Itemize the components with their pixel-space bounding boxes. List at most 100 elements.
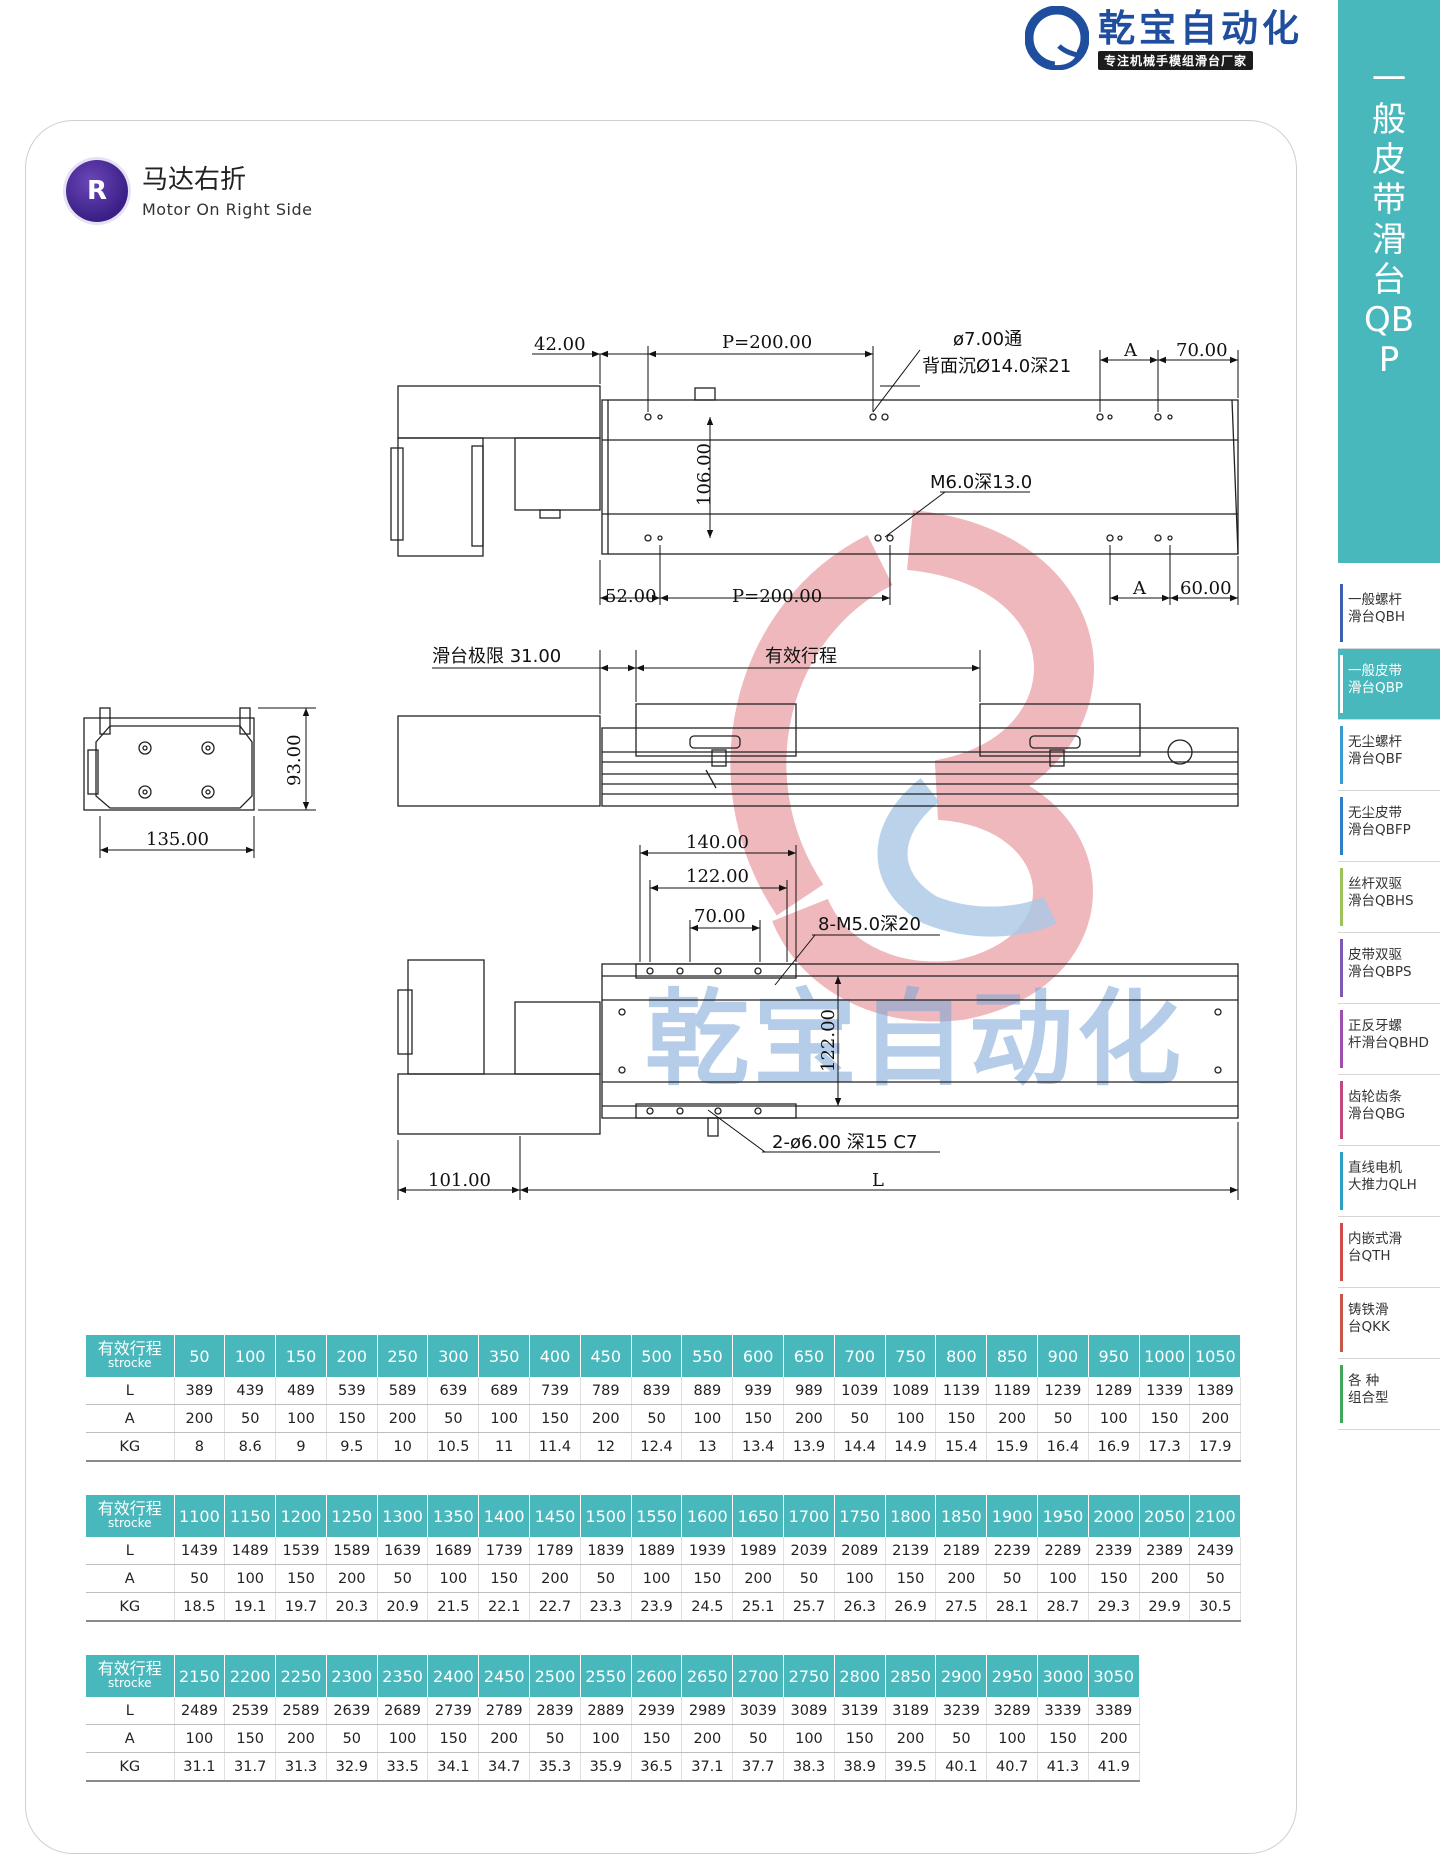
dim-93: 93.00	[284, 734, 305, 786]
table-cell: 50	[580, 1564, 632, 1593]
table-cell: 23.3	[580, 1592, 632, 1622]
table-cell: 3039	[732, 1697, 785, 1725]
table-cell: 2039	[783, 1537, 835, 1565]
dim-122-h: 122.00	[686, 866, 749, 887]
table-cell: 200	[783, 1404, 835, 1433]
table-cell: 100	[631, 1564, 683, 1593]
table-cell: 989	[783, 1377, 835, 1405]
stroke-value: 1200	[275, 1495, 327, 1537]
table-cell: 3339	[1037, 1697, 1089, 1725]
table-cell: 40.7	[986, 1752, 1039, 1782]
table-cell: 20.9	[377, 1592, 429, 1622]
sidebar-item-label: 一般皮带滑台QBP	[1348, 663, 1404, 696]
sidebar-item-label: 一般螺杆滑台QBH	[1348, 592, 1406, 625]
table-cell: 25.1	[732, 1592, 785, 1622]
sidebar-item-2[interactable]: 无尘螺杆滑台QBF	[1338, 720, 1440, 791]
row-label: KG	[86, 1432, 175, 1462]
dim-a-bottom: A	[1132, 578, 1147, 599]
dim-140: 140.00	[686, 832, 749, 853]
stroke-value: 3050	[1088, 1655, 1140, 1697]
table-cell: 1139	[935, 1377, 988, 1405]
table-cell: 19.7	[275, 1592, 327, 1622]
sidebar-item-5[interactable]: 皮带双驱滑台QBPS	[1338, 933, 1440, 1004]
table-cell: 1389	[1189, 1377, 1242, 1405]
table-cell: 13	[681, 1432, 734, 1462]
table-cell: 3139	[834, 1697, 886, 1725]
table-cell: 100	[174, 1724, 226, 1753]
dim-70-bottom: 70.00	[694, 906, 746, 927]
top-view-dimensions	[532, 346, 1239, 605]
table-cell: 100	[986, 1724, 1039, 1753]
sidebar-item-6[interactable]: 正反牙螺杆滑台QBHD	[1338, 1004, 1440, 1075]
table-cell: 100	[783, 1724, 835, 1753]
table-cell: 100	[275, 1404, 327, 1433]
stroke-value: 2200	[224, 1655, 277, 1697]
table-cell: 200	[478, 1724, 531, 1753]
table-cell: 200	[986, 1404, 1039, 1433]
dim-pitch-top: P=200.00	[722, 332, 812, 353]
table-cell: 2789	[478, 1697, 531, 1725]
sidebar-item-4[interactable]: 丝杆双驱滑台QBHS	[1338, 862, 1440, 933]
table-cell: 200	[326, 1564, 378, 1593]
table-cell: 3089	[783, 1697, 835, 1725]
table-cell: 50	[935, 1724, 988, 1753]
table-cell: 13.9	[783, 1432, 835, 1462]
table-cell: 1039	[834, 1377, 886, 1405]
sidebar-item-7[interactable]: 齿轮齿条滑台QBG	[1338, 1075, 1440, 1146]
sidebar-item-label: 铸铁滑台QKK	[1348, 1302, 1390, 1335]
table-cell: 50	[1189, 1564, 1242, 1593]
table-cell: 9	[275, 1432, 327, 1462]
dim-pitch-bottom: P=200.00	[732, 586, 822, 607]
table-cell: 1739	[478, 1537, 531, 1565]
stroke-value: 1400	[478, 1495, 531, 1537]
stroke-value: 700	[834, 1335, 886, 1377]
table-cell: 200	[529, 1564, 581, 1593]
dim-101: 101.00	[428, 1170, 491, 1191]
row-label: KG	[86, 1592, 175, 1622]
stroke-value: 2450	[478, 1655, 531, 1697]
table-cell: 200	[275, 1724, 327, 1753]
sidebar-item-3[interactable]: 无尘皮带滑台QBFP	[1338, 791, 1440, 862]
stroke-value: 2400	[427, 1655, 480, 1697]
stroke-value: 2650	[681, 1655, 734, 1697]
table-cell: 1339	[1139, 1377, 1191, 1405]
sidebar-item-8[interactable]: 直线电机大推力QLH	[1338, 1146, 1440, 1217]
table-cell: 50	[174, 1564, 226, 1593]
stroke-value: 2600	[631, 1655, 683, 1697]
stroke-value: 1950	[1037, 1495, 1089, 1537]
dim-70-top: 70.00	[1176, 340, 1228, 361]
sidebar-heading: 一般皮带滑台QBP	[1363, 60, 1415, 380]
sidebar-item-9[interactable]: 内嵌式滑台QTH	[1338, 1217, 1440, 1288]
table-cell: 2139	[885, 1537, 937, 1565]
stroke-value: 50	[174, 1335, 226, 1377]
table-cell: 1589	[326, 1537, 378, 1565]
sidebar-item-label: 齿轮齿条滑台QBG	[1348, 1089, 1406, 1122]
table-cell: 28.1	[986, 1592, 1039, 1622]
table-cell: 150	[732, 1404, 785, 1433]
sidebar-item-10[interactable]: 铸铁滑台QKK	[1338, 1288, 1440, 1359]
stroke-value: 750	[885, 1335, 937, 1377]
stroke-value: 2050	[1139, 1495, 1191, 1537]
table-cell: 1539	[275, 1537, 327, 1565]
sidebar-item-11[interactable]: 各 种组合型	[1338, 1359, 1440, 1430]
table-cell: 12.4	[631, 1432, 683, 1462]
stroke-value: 2850	[885, 1655, 937, 1697]
table-cell: 2189	[935, 1537, 988, 1565]
brand-mark-icon	[1025, 6, 1089, 70]
bottom-view-dimensions	[397, 845, 1239, 1200]
sidebar-item-label: 皮带双驱滑台QBPS	[1348, 947, 1412, 980]
table-cell: 150	[681, 1564, 734, 1593]
watermark-logo	[730, 510, 1094, 1022]
hole-note-through: ø7.00通	[953, 329, 1022, 350]
sidebar-item-1[interactable]: 一般皮带滑台QBP	[1338, 649, 1440, 720]
table-cell: 150	[834, 1724, 886, 1753]
table-cell: 789	[580, 1377, 632, 1405]
table-cell: 2989	[681, 1697, 734, 1725]
sidebar-item-0[interactable]: 一般螺杆滑台QBH	[1338, 578, 1440, 649]
